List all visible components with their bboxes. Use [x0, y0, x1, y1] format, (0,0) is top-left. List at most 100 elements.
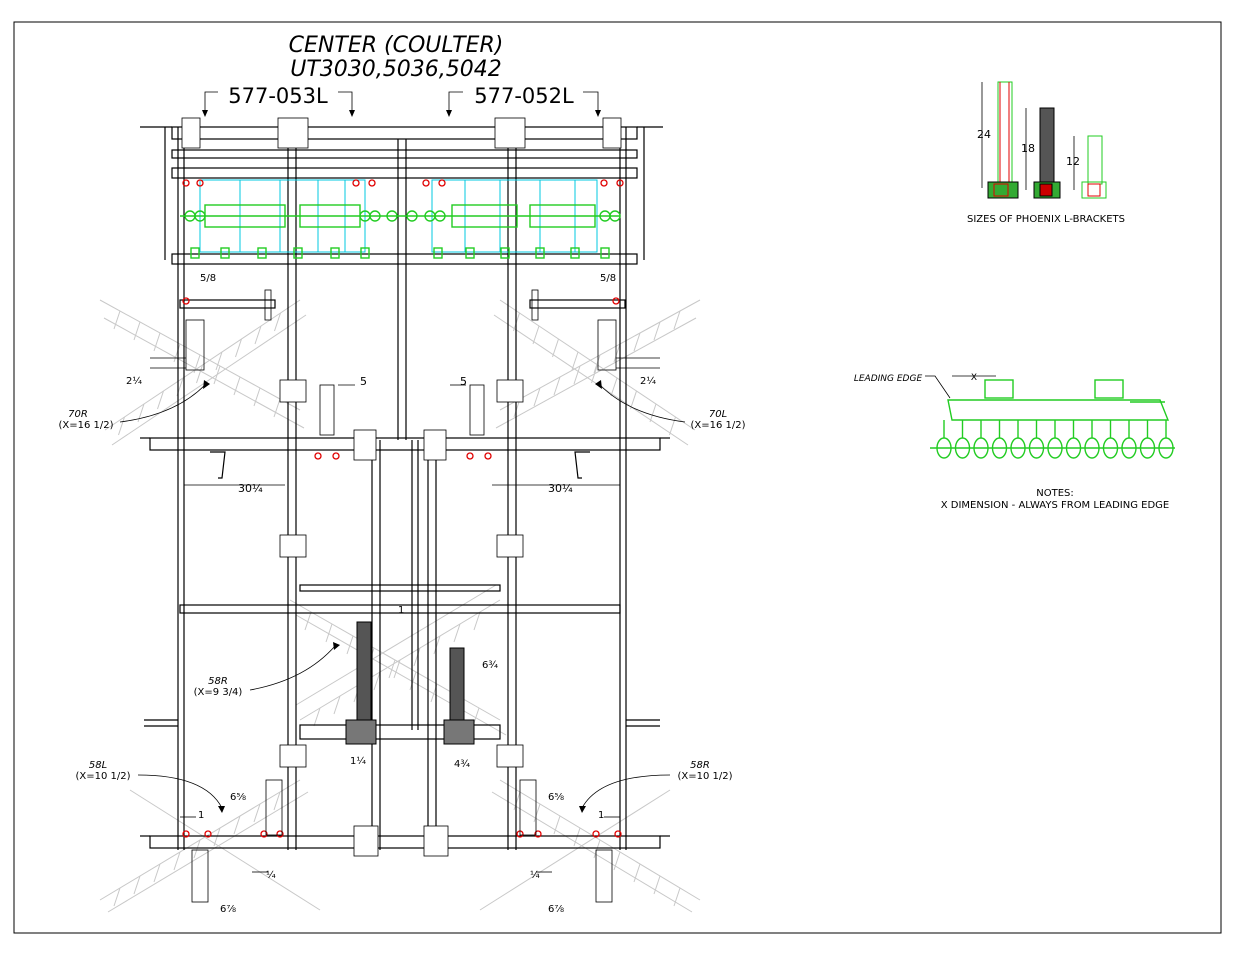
coulter-blade — [553, 376, 561, 396]
coulter-blade — [157, 390, 164, 410]
coulter-blade — [393, 659, 401, 679]
coulter-blade — [113, 310, 121, 330]
hub — [369, 210, 381, 222]
coulter-blade — [274, 312, 281, 332]
coulter-blade — [118, 416, 125, 436]
hub-bracket — [600, 247, 610, 259]
coulter-blade — [253, 387, 261, 407]
hub-bracket — [433, 247, 443, 259]
coulter-blade — [573, 827, 581, 847]
svg-text:1: 1 — [598, 810, 604, 821]
coulter-blade — [649, 403, 657, 423]
hub-bracket — [293, 247, 303, 259]
svg-text:6⅝: 6⅝ — [230, 792, 246, 803]
hub-bracket — [465, 247, 475, 259]
part-label-right: 577-052L — [446, 84, 601, 117]
svg-text:2¼: 2¼ — [640, 375, 656, 387]
coulter-blade — [193, 839, 201, 859]
hub — [194, 210, 206, 222]
coulter-blade — [133, 321, 141, 341]
coulter-blade — [113, 887, 121, 907]
coulter-blade — [553, 815, 561, 835]
callout-58r-mid: 58R (X=9 3/4) — [194, 642, 340, 698]
callout-70l: 70L (X=16 1/2) — [595, 380, 746, 431]
svg-text:30¼: 30¼ — [238, 482, 263, 495]
leading-edge-label: LEADING EDGE — [854, 374, 923, 384]
coulter-blade — [373, 671, 381, 691]
part-label-left: 577-053L — [202, 84, 355, 117]
svg-text:(X=16 1/2): (X=16 1/2) — [690, 420, 745, 431]
svg-text:18: 18 — [1021, 142, 1035, 155]
coulter-blade — [413, 647, 421, 667]
coulter-blade — [133, 875, 141, 895]
hub — [609, 210, 621, 222]
coulter-blade — [333, 695, 341, 715]
coulter-blade — [325, 623, 333, 643]
svg-text:6⅝: 6⅝ — [548, 792, 564, 803]
coulter-blade — [673, 310, 681, 330]
svg-text:¼: ¼ — [266, 869, 276, 881]
coulter-blade — [137, 403, 145, 423]
svg-text:¼: ¼ — [530, 869, 540, 881]
coulter-blade — [173, 851, 181, 871]
dimension-lines — [150, 357, 660, 873]
hub-bracket — [257, 247, 267, 259]
coulter-blade — [273, 398, 281, 418]
coulter-blade — [273, 791, 281, 811]
coulter-blade — [633, 863, 641, 883]
svg-text:58R: 58R — [690, 760, 710, 771]
svg-text:58L: 58L — [89, 760, 107, 771]
svg-text:6⅞: 6⅞ — [548, 904, 564, 915]
coulter-blade — [254, 325, 262, 345]
svg-text:(X=10 1/2): (X=10 1/2) — [677, 771, 732, 782]
frame-brackets — [185, 289, 617, 903]
leading-edge-detail: LEADING EDGE X NOTES: X DIMENSION - ALWA… — [854, 373, 1175, 511]
top-coulter-unit — [180, 179, 624, 838]
hub-bracket — [360, 247, 370, 259]
coulter-blade — [453, 623, 461, 643]
mount-plates — [181, 117, 622, 857]
hub-bracket — [500, 247, 510, 259]
svg-text:(X=9 3/4): (X=9 3/4) — [194, 687, 243, 698]
hub-bracket — [535, 247, 545, 259]
hub — [386, 210, 398, 222]
svg-text:5/8: 5/8 — [200, 273, 216, 284]
coulter-blade — [409, 671, 417, 691]
hub — [434, 210, 446, 222]
svg-text:2¼: 2¼ — [126, 375, 142, 387]
svg-text:5/8: 5/8 — [600, 273, 616, 284]
svg-text:70R: 70R — [68, 409, 88, 420]
coulter-blade — [630, 390, 637, 410]
coulter-blade — [613, 343, 621, 363]
title-line-1: CENTER (COULTER) — [289, 33, 504, 58]
svg-text:4¾: 4¾ — [454, 759, 470, 770]
bracket-sizes-caption: SIZES OF PHOENIX L-BRACKETS — [967, 214, 1125, 225]
coulter-blade — [153, 332, 161, 352]
callout-58l: 58L (X=10 1/2) — [75, 760, 225, 813]
coulter-blade — [653, 875, 661, 895]
coulter-blades-gray — [113, 310, 681, 907]
svg-text:577-052L: 577-052L — [474, 84, 574, 108]
coulter-blade — [593, 354, 601, 374]
coulter-blade — [669, 416, 676, 436]
coulter-blade — [532, 325, 540, 345]
coulter-blade — [233, 815, 241, 835]
svg-text:58R: 58R — [208, 676, 228, 687]
coulter-blade — [153, 863, 161, 883]
coulter-blade — [593, 839, 601, 859]
coulter-blade — [473, 611, 481, 631]
coulter-blade — [513, 791, 521, 811]
coulter-blade — [573, 365, 581, 385]
svg-text:(X=16 1/2): (X=16 1/2) — [58, 420, 113, 431]
svg-text:1: 1 — [398, 605, 404, 616]
svg-text:5: 5 — [360, 375, 367, 388]
main-frame — [140, 126, 670, 850]
hub-bracket — [570, 247, 580, 259]
coulter-blade — [235, 338, 242, 358]
svg-text:577-053L: 577-053L — [228, 84, 328, 108]
coulter-blade — [533, 803, 541, 823]
notes-title: NOTES: — [1036, 488, 1074, 499]
hub-bracket — [190, 247, 200, 259]
callout-58r-bottom: 58R (X=10 1/2) — [579, 760, 733, 813]
